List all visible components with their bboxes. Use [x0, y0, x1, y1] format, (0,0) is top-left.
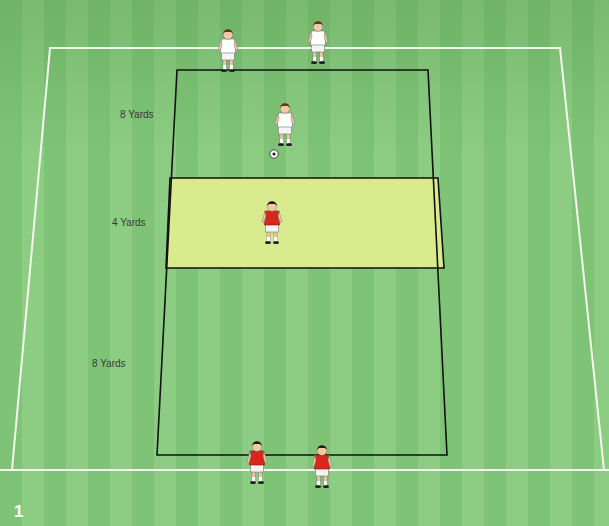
white-player: [275, 103, 295, 146]
ball: [270, 150, 278, 158]
dimension-label: 8 Yards: [92, 358, 126, 369]
field-line: [0, 469, 609, 471]
dimension-label: 4 Yards: [112, 217, 146, 228]
red-player: [262, 201, 282, 244]
callout-number: 1: [14, 502, 23, 522]
field-boundary: [12, 48, 604, 470]
white-player: [308, 21, 328, 64]
dimension-label: 8 Yards: [120, 109, 154, 120]
middle-zone: [166, 178, 444, 268]
red-player: [312, 445, 332, 488]
red-player: [247, 441, 267, 484]
drill-grid: [157, 70, 447, 455]
white-player: [218, 29, 238, 72]
